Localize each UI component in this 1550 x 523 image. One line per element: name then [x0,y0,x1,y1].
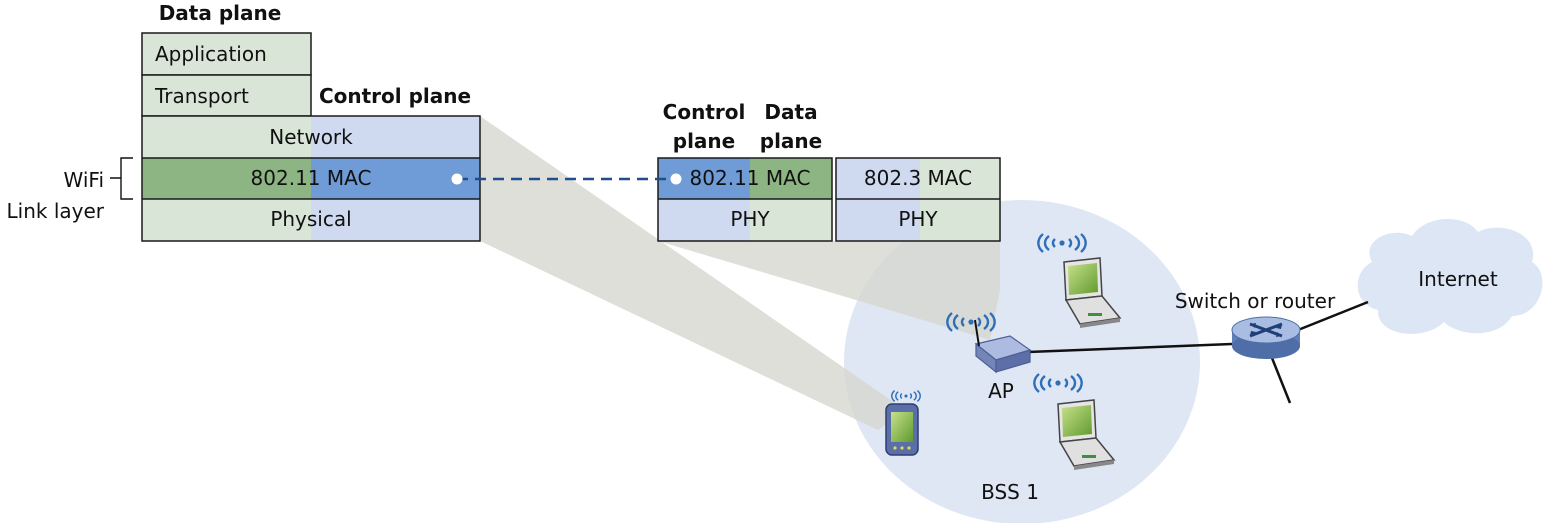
ap-wifi-mac-data-part [750,158,832,199]
switch-internet-link [1297,300,1369,332]
bss-label: BSS 1 [981,480,1039,504]
ap-data-plane-label-line2: plane [760,129,822,153]
ap-wifi-phy-data-part [750,199,832,241]
laptop-icon [1057,399,1116,470]
ap-control-plane-label-line2: plane [673,129,735,153]
ap-eth-phy-label: PHY [898,207,938,231]
link-layer-label: Link layer [7,199,105,223]
physical-label: Physical [270,207,351,231]
network-layer-control-part [311,116,480,158]
host-protocol-stack: Data plane Control plane Application Tra… [7,1,481,242]
host-control-plane-label: Control plane [319,84,471,108]
wifi-label: WiFi [64,168,105,192]
host-mac-endpoint-dot [451,173,463,185]
ap-wifi-phy-label: PHY [730,207,770,231]
zoom-shadow-ap [658,241,1000,340]
switch-label: Switch or router [1175,289,1336,313]
ap-eth-mac-label: 802.3 MAC [864,166,972,190]
laptop-icon [1063,257,1122,328]
router-icon [1231,316,1301,359]
network-layer-data-part [142,116,311,158]
link-layer-bracket [110,157,133,200]
network-label: Network [269,125,353,149]
ap-data-plane-label-line1: Data [764,100,817,124]
access-point-icon [974,319,1032,374]
physical-layer-data-part [142,199,311,241]
ap-control-plane-label-line1: Control [663,100,746,124]
transport-layer [141,74,312,117]
ap-eth-mac-control-part [836,158,920,199]
ap-label: AP [988,379,1014,403]
zoom-shadow-host [480,116,905,430]
mac-label: 802.11 MAC [251,166,372,190]
application-label: Application [155,42,267,66]
physical-layer-control-part [311,199,480,241]
ap-wifi-phy-control-part [658,199,750,241]
host-data-plane-label: Data plane [159,1,282,25]
transport-label: Transport [154,84,249,108]
ap-protocol-stack: Control plane Data plane 802.11 MAC PHY … [657,100,1001,242]
ap-switch-link [1027,342,1233,354]
ap-eth-mac-data-part [920,158,1000,199]
phone-icon [885,403,919,456]
ap-mac-endpoint-dot [670,173,682,185]
internet-label: Internet [1418,267,1498,291]
mac-layer-data-part [142,158,311,199]
switch-down-link [1270,357,1292,404]
ap-eth-phy-data-part [920,199,1000,241]
ap-wifi-mac-label: 802.11 MAC [690,166,811,190]
ap-eth-phy-control-part [836,199,920,241]
cloud-icon [1357,218,1543,334]
